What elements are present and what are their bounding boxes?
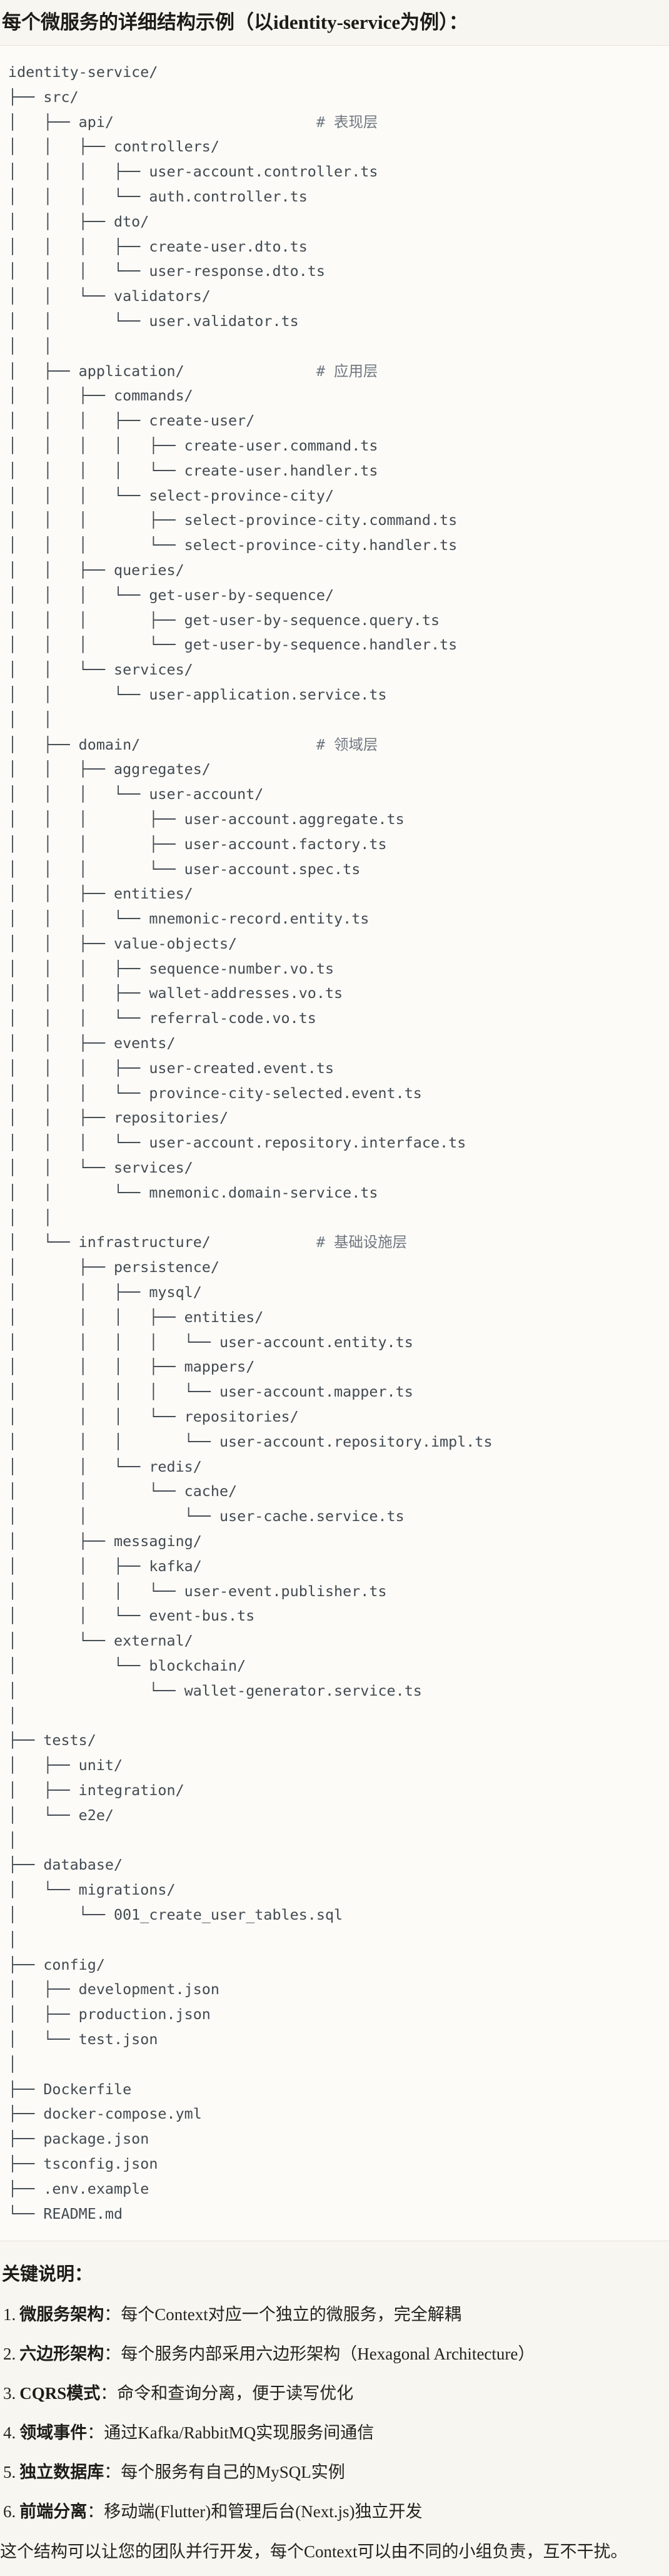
note-number: 6.	[3, 2502, 16, 2522]
note-text: ：每个服务内部采用六边形架构（Hexagonal Architecture）	[104, 2344, 535, 2364]
note-term: 微服务架构	[19, 2305, 104, 2324]
note-text: ：每个服务有自己的MySQL实例	[104, 2463, 345, 2482]
note-item: 4.领域事件：通过Kafka/RabbitMQ实现服务间通信	[3, 2421, 669, 2444]
note-item: 5.独立数据库：每个服务有自己的MySQL实例	[3, 2461, 669, 2483]
tree-layer-comment: # 基础设施层	[316, 1233, 408, 1251]
note-text: ：每个Context对应一个独立的微服务，完全解耦	[104, 2305, 461, 2324]
note-term: 独立数据库	[19, 2463, 104, 2482]
code-block: identity-service/ ├── src/ │ ├── api/ # …	[0, 45, 669, 2242]
tree-layer-comment: # 表现层	[316, 113, 378, 131]
note-term: CQRS模式	[19, 2384, 101, 2403]
note-item: 1.微服务架构：每个Context对应一个独立的微服务，完全解耦	[3, 2303, 669, 2326]
note-term: 前端分离	[19, 2502, 88, 2522]
note-text: ：通过Kafka/RabbitMQ实现服务间通信	[87, 2423, 375, 2443]
note-term: 六边形架构	[19, 2344, 104, 2364]
note-item: 6.前端分离：移动端(Flutter)和管理后台(Next.js)独立开发	[3, 2500, 669, 2523]
note-text: ：移动端(Flutter)和管理后台(Next.js)独立开发	[87, 2502, 423, 2522]
note-number: 2.	[3, 2344, 16, 2364]
note-term: 领域事件	[19, 2423, 88, 2443]
page-title: 每个微服务的详细结构示例（以identity-service为例）：	[2, 11, 468, 33]
tree-layer-comment: # 应用层	[316, 362, 378, 380]
directory-tree: identity-service/ ├── src/ │ ├── api/ # …	[8, 63, 493, 2222]
notes-heading: 关键说明：	[2, 2264, 93, 2285]
note-number: 5.	[3, 2463, 16, 2482]
note-number: 4.	[3, 2423, 16, 2443]
note-text: ：命令和查询分离，便于读写优化	[100, 2384, 354, 2403]
tree-layer-comment: # 领域层	[316, 735, 378, 753]
closing-paragraph: 这个结构可以让您的团队并行开发，每个Context可以由不同的小组负责，互不干扰…	[0, 2542, 628, 2562]
note-item: 2.六边形架构：每个服务内部采用六边形架构（Hexagonal Architec…	[3, 2343, 669, 2365]
note-number: 3.	[3, 2384, 16, 2403]
note-item: 3.CQRS模式：命令和查询分离，便于读写优化	[3, 2382, 669, 2405]
note-number: 1.	[3, 2305, 16, 2324]
